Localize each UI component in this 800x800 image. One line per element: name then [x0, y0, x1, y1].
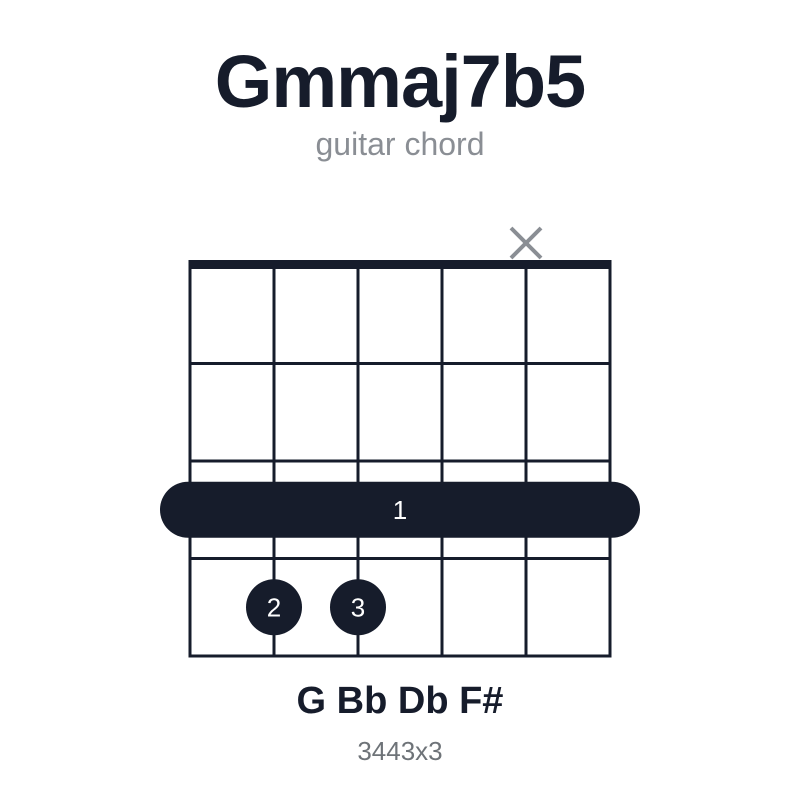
- barre-finger-label: 1: [393, 495, 407, 525]
- finger-dot: 3: [330, 579, 386, 636]
- barre-bar: [160, 481, 640, 538]
- nut: [188, 260, 612, 269]
- finger-dot-label: 3: [351, 592, 365, 622]
- string-markers: [509, 226, 543, 260]
- finger-dot: 2: [246, 579, 302, 636]
- finger-dot-label: 2: [267, 592, 281, 622]
- muted-string-icon: [509, 226, 543, 260]
- muted-stroke: [509, 226, 543, 260]
- chord-notes: G Bb Db F#: [296, 680, 504, 722]
- chord-name: Gmmaj7b5: [214, 40, 586, 123]
- chord-subtitle: guitar chord: [315, 126, 485, 162]
- finger-dot-circle: [246, 579, 302, 636]
- chord-fingering: 3443x3: [357, 736, 443, 766]
- barre: 1: [160, 481, 640, 538]
- finger-dot-circle: [330, 579, 386, 636]
- fretboard-grid: [188, 260, 612, 658]
